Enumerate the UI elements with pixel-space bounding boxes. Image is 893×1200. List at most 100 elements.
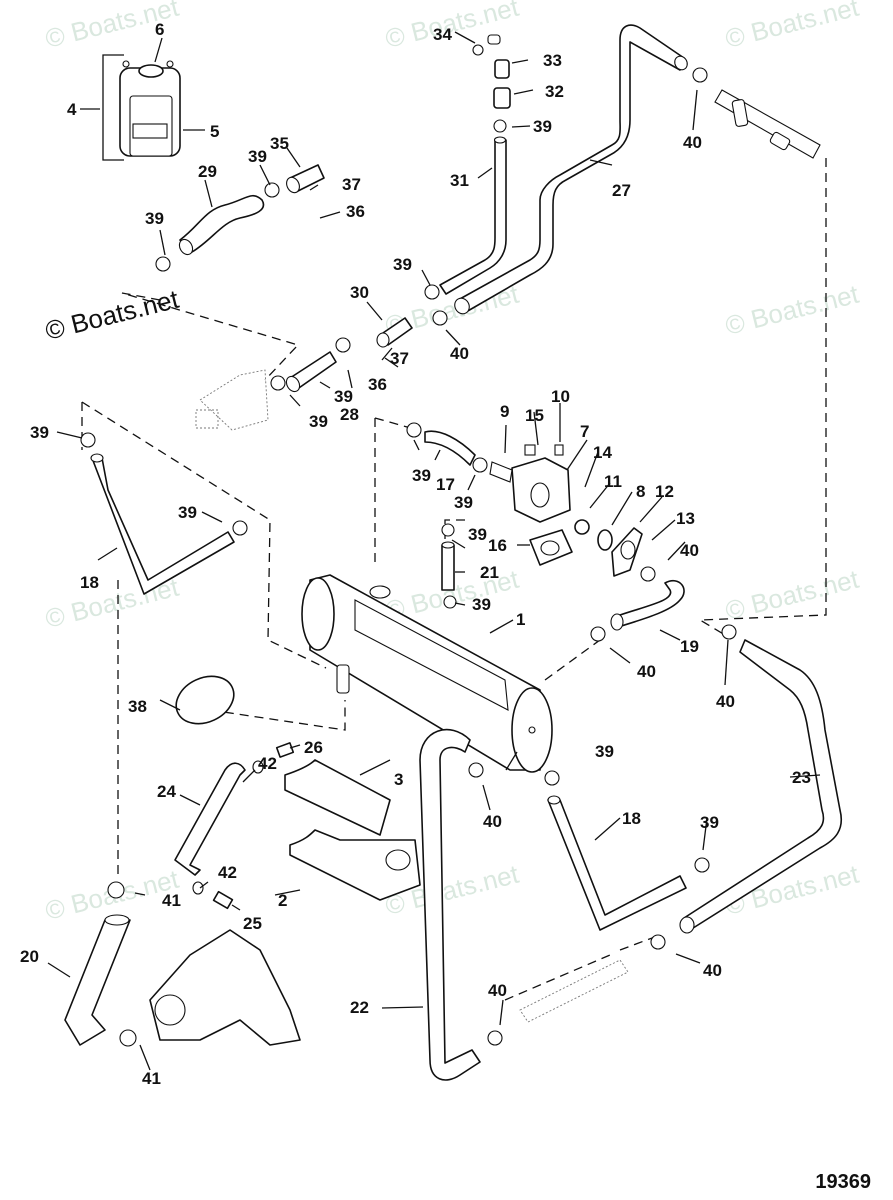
gasket-16 [529, 529, 573, 566]
hose-clamp [487, 1030, 503, 1046]
hose-17 [424, 430, 476, 466]
hose-18-left [91, 457, 235, 595]
watermark: © Boats.net [42, 284, 182, 346]
callout-39: 39 [533, 117, 552, 136]
elbow-fitting-25 [212, 890, 234, 910]
callout-17: 17 [436, 475, 455, 494]
callout-39: 39 [145, 209, 164, 228]
hose-clamp [107, 881, 125, 899]
callout-2: 2 [278, 891, 287, 910]
callout-27: 27 [612, 181, 631, 200]
sealing-washer [252, 760, 264, 774]
hose-22 [419, 728, 481, 1081]
ghost-starter [195, 369, 269, 431]
assembly-lines [81, 158, 827, 1001]
bracket-lower [289, 829, 421, 901]
hose-clamp [650, 934, 666, 950]
hose-21 [441, 544, 455, 591]
hose-clamp [441, 523, 455, 537]
callout-39: 39 [412, 466, 431, 485]
callout-20: 20 [20, 947, 39, 966]
hose-27 [457, 24, 685, 313]
hose-clamp [544, 770, 560, 786]
callout-5: 5 [210, 122, 219, 141]
callout-40: 40 [450, 344, 469, 363]
reservoir-cap [138, 64, 164, 78]
hose-clamp [493, 119, 507, 133]
callout-35: 35 [270, 134, 289, 153]
callout-9: 9 [500, 402, 509, 421]
callout-39: 39 [468, 525, 487, 544]
callout-1: 1 [516, 610, 525, 629]
callout-12: 12 [655, 482, 674, 501]
watermark: © Boats.net [722, 279, 862, 341]
callout-40: 40 [683, 133, 702, 152]
callout-41: 41 [162, 891, 181, 910]
callout-39: 39 [248, 147, 267, 166]
thermostat-housing [489, 444, 571, 523]
hose-clamp [232, 520, 248, 536]
callout-4: 4 [67, 100, 77, 119]
callout-28: 28 [340, 405, 359, 424]
hose-clamp [424, 284, 440, 300]
hose-31 [439, 139, 507, 295]
callout-40: 40 [483, 812, 502, 831]
callout-24: 24 [157, 782, 176, 801]
callouts: 6 4 5 35 39 29 37 36 39 34 33 32 39 31 2… [20, 20, 811, 1088]
hose-19 [614, 580, 685, 629]
thermostat-cover [611, 527, 643, 577]
hose-clamp [335, 337, 351, 353]
callout-26: 26 [304, 738, 323, 757]
diagram-number: 19369 [815, 1171, 871, 1193]
thermostat [574, 519, 590, 535]
callout-42: 42 [258, 754, 277, 773]
callout-40: 40 [703, 961, 722, 980]
callout-11: 11 [604, 472, 622, 491]
callout-38: 38 [128, 697, 147, 716]
callout-42: 42 [218, 863, 237, 882]
hose-clamp [468, 762, 484, 778]
callout-13: 13 [676, 509, 695, 528]
callout-18: 18 [622, 809, 641, 828]
hose-24 [174, 762, 246, 876]
callout-14: 14 [593, 443, 612, 462]
callout-18: 18 [80, 573, 99, 592]
callout-32: 32 [545, 82, 564, 101]
callout-8: 8 [636, 482, 645, 501]
clamp-band [175, 675, 235, 725]
watermark: © Boats.net [382, 0, 522, 54]
hose-clamp [432, 310, 448, 326]
callout-40: 40 [680, 541, 699, 560]
hose-clamps [80, 67, 737, 1047]
hose-18-right [547, 799, 687, 931]
hose-29 [179, 195, 265, 253]
elbow-fitting-26 [275, 742, 295, 758]
hose-clamp [155, 256, 171, 272]
watermark: © Boats.net [722, 0, 862, 54]
callout-16: 16 [488, 536, 507, 555]
callout-36: 36 [346, 202, 365, 221]
callout-33: 33 [543, 51, 562, 70]
ghost-cooler [519, 959, 629, 1023]
callout-36: 36 [368, 375, 387, 394]
tee-fitting-30 [376, 317, 413, 348]
hose-clamp [443, 595, 457, 609]
callout-29: 29 [198, 162, 217, 181]
callout-39: 39 [700, 813, 719, 832]
callout-39: 39 [393, 255, 412, 274]
hose-clamp [264, 182, 280, 198]
hose-clamp [692, 67, 708, 83]
callout-7: 7 [580, 422, 589, 441]
hose-clamp [472, 457, 488, 473]
callout-15: 15 [525, 406, 544, 425]
bracket-upper [284, 759, 391, 836]
callout-6: 6 [155, 20, 164, 39]
callout-3: 3 [394, 770, 403, 789]
hose-clamp [694, 857, 710, 873]
callout-39: 39 [30, 423, 49, 442]
leader-lines [47, 31, 821, 1071]
callout-30: 30 [350, 283, 369, 302]
hose-clamp [119, 1029, 137, 1047]
callout-39: 39 [178, 503, 197, 522]
water-pump [149, 929, 301, 1046]
